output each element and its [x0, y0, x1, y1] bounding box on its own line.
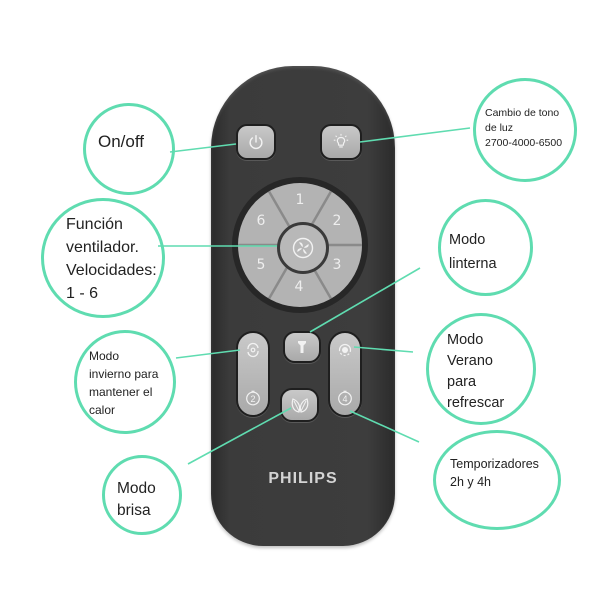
speed-button-6[interactable]: 6 [256, 213, 266, 229]
fan-icon [292, 237, 314, 259]
speed-button-2[interactable]: 2 [332, 213, 342, 229]
callout-breeze-text: Modo brisa [117, 480, 156, 519]
callout-flashlight-text: Modo linterna [449, 232, 497, 272]
callout-timers: Temporizadores 2h y 4h [433, 430, 561, 530]
callout-on-off: On/off [83, 103, 175, 195]
callout-light-tone-text: Cambio de tono de luz 2700-4000-6500 [485, 107, 563, 149]
callout-winter: Modo invierno para mantener el calor [74, 330, 176, 434]
timer-4h-label: 4 [342, 394, 348, 404]
speed-button-1[interactable]: 1 [295, 192, 305, 208]
flashlight-button[interactable] [283, 331, 321, 363]
speed-button-4[interactable]: 4 [294, 279, 304, 295]
winter-timer2-pill: 2 [236, 331, 270, 417]
winter-mode-button[interactable] [245, 342, 261, 358]
callout-on-off-text: On/off [98, 132, 144, 151]
speed-button-5[interactable]: 5 [256, 257, 266, 273]
philips-logo: PHILIPS [268, 470, 338, 487]
speed-button-3[interactable]: 3 [332, 257, 342, 273]
timer-2h-label: 2 [250, 394, 256, 404]
breeze-button[interactable] [280, 388, 319, 422]
summer-timer4-pill: 4 [328, 331, 362, 417]
summer-mode-button[interactable] [337, 342, 353, 358]
summer-sun-icon [338, 343, 352, 357]
flashlight-icon [298, 341, 306, 353]
callout-fan-text: Función ventilador. Velocidades: 1 - 6 [66, 216, 157, 302]
power-icon [249, 134, 263, 150]
light-tone-button[interactable] [320, 124, 362, 160]
callout-breeze: Modo brisa [102, 455, 182, 535]
winter-rotate-icon [247, 342, 259, 358]
fan-center-button[interactable] [277, 222, 329, 274]
callout-summer-text: Modo Verano para refrescar [447, 332, 505, 411]
callout-winter-text: Modo invierno para mantener el calor [89, 349, 159, 417]
callout-flashlight: Modo linterna [438, 199, 533, 296]
leaf-icon [291, 398, 308, 413]
timer-icon [338, 390, 352, 406]
timer-icon [246, 390, 260, 406]
callout-fan: Función ventilador. Velocidades: 1 - 6 [41, 198, 165, 318]
power-button[interactable] [236, 124, 276, 160]
timer-4h-button[interactable]: 4 [337, 390, 353, 406]
callout-timers-text: Temporizadores 2h y 4h [450, 457, 539, 489]
timer-2h-button[interactable]: 2 [245, 390, 261, 406]
callout-light-tone: Cambio de tono de luz 2700-4000-6500 [473, 78, 577, 182]
callout-summer: Modo Verano para refrescar [426, 313, 536, 425]
lightbulb-icon [333, 133, 349, 148]
